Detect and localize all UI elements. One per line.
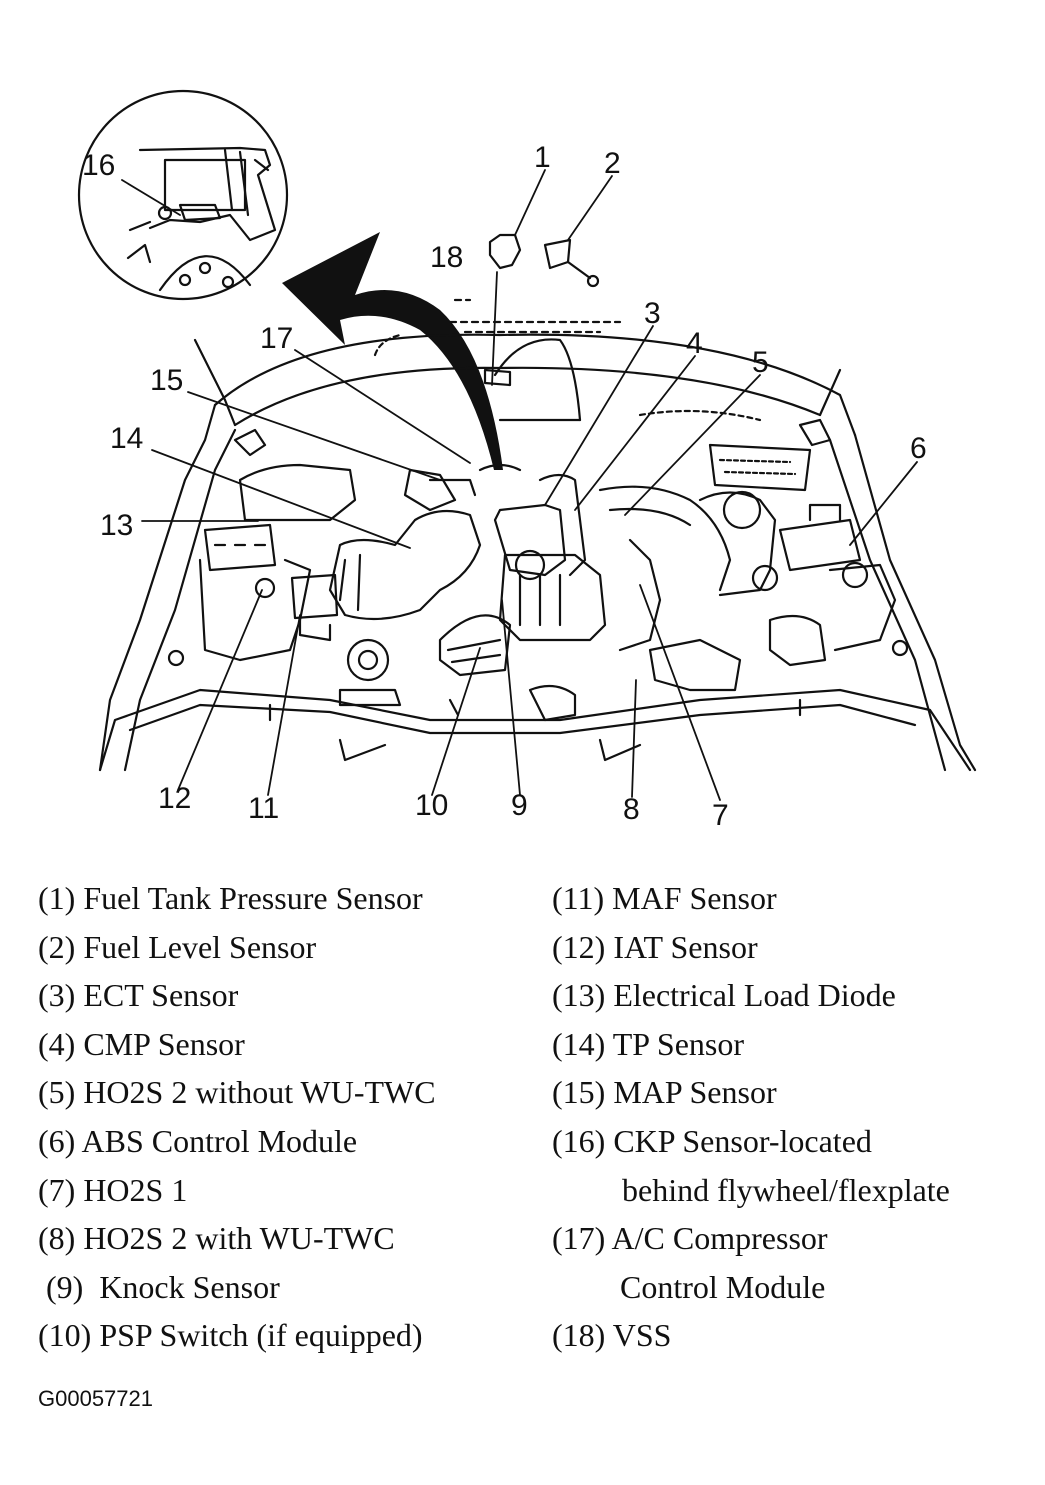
legend-item-1: (1) Fuel Tank Pressure Sensor: [38, 880, 423, 916]
figure-code: G00057721: [38, 1386, 153, 1411]
inset-detail-circle: [77, 89, 289, 301]
legend-item-16-continued: behind flywheel/flexplate: [622, 1171, 950, 1208]
callout-numbers: 1 2 3 4 5 6 7 8 9 10 11 12 13 14 15 16 1…: [82, 141, 927, 832]
engine-compartment-diagram: 1 2 3 4 5 6 7 8 9 10 11 12 13 14 15 16 1…: [77, 89, 977, 832]
callout-16: 16: [82, 149, 115, 182]
callout-2: 2: [604, 147, 621, 180]
callout-17: 17: [260, 322, 293, 355]
legend-item-17: (17) A/C Compressor: [552, 1220, 828, 1257]
legend-item-13: (13) Electrical Load Diode: [552, 977, 896, 1014]
legend-item-17-continued: Control Module: [620, 1268, 826, 1305]
callout-15: 15: [150, 364, 183, 397]
callout-13: 13: [100, 509, 133, 542]
callout-9: 9: [511, 789, 528, 822]
legend-item-2: (2) Fuel Level Sensor: [38, 928, 317, 965]
callout-7: 7: [712, 799, 729, 832]
legend-item-18: (18) VSS: [552, 1317, 672, 1354]
leader-lines: [121, 169, 918, 801]
legend-item-15: (15) MAP Sensor: [552, 1074, 777, 1111]
legend-item-14: (14) TP Sensor: [552, 1025, 744, 1062]
vehicle-body-outline: [98, 333, 977, 772]
direction-arrow: [282, 232, 503, 470]
engine-components: [167, 233, 909, 722]
legend-item-16: (16) CKP Sensor-located: [552, 1122, 872, 1159]
legend-right-column: (11) MAF Sensor (12) IAT Sensor (13) Ele…: [552, 874, 950, 1360]
callout-14: 14: [110, 422, 143, 455]
legend-item-9: (9) Knock Sensor: [38, 1268, 280, 1305]
callout-8: 8: [623, 793, 640, 826]
legend-left-column: (1) Fuel Tank Pressure Sensor (2) Fuel L…: [38, 874, 436, 1360]
legend-item-10: (10) PSP Switch (if equipped): [38, 1317, 423, 1354]
callout-18: 18: [430, 241, 463, 274]
legend-item-12: (12) IAT Sensor: [552, 928, 758, 965]
legend-item-4: (4) CMP Sensor: [38, 1025, 245, 1062]
legend-item-5: (5) HO2S 2 without WU-TWC: [38, 1074, 436, 1111]
legend-item-11: (11) MAF Sensor: [552, 880, 777, 916]
callout-12: 12: [158, 782, 191, 815]
callout-1: 1: [534, 141, 551, 174]
callout-4: 4: [686, 327, 703, 360]
callout-10: 10: [415, 789, 448, 822]
legend-item-6: (6) ABS Control Module: [38, 1122, 358, 1159]
legend-item-7: (7) HO2S 1: [38, 1171, 188, 1208]
legend-item-8: (8) HO2S 2 with WU-TWC: [38, 1220, 395, 1257]
callout-3: 3: [644, 297, 661, 330]
legend-item-3: (3) ECT Sensor: [38, 977, 239, 1014]
callout-11: 11: [248, 792, 279, 825]
callout-5: 5: [752, 346, 769, 379]
callout-6: 6: [910, 432, 927, 465]
